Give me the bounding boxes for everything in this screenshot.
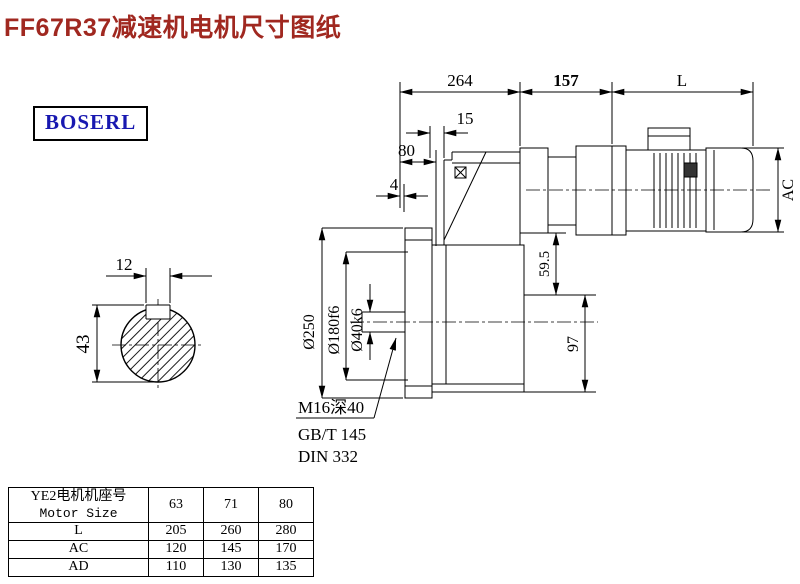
table-row-AD: AD 110 130 135 — [8, 557, 314, 577]
diameter-dims — [318, 227, 408, 399]
dim-motor-length-label: L — [677, 71, 687, 90]
table-header-motor-size: YE2电机机座号 Motor Size — [8, 487, 149, 523]
cell-AC-80: 170 — [258, 539, 314, 559]
table-col-63: 63 — [148, 487, 204, 523]
motor-size-table: YE2电机机座号 Motor Size 63 71 80 L 205 260 2… — [8, 487, 314, 577]
cell-L-80: 280 — [258, 521, 314, 541]
dim-base-offset-label: 97 — [565, 336, 582, 352]
row-label-L: L — [8, 521, 149, 541]
cell-AD-80: 135 — [258, 557, 314, 577]
table-header-en: Motor Size — [39, 505, 118, 521]
dim-axis-offset-label: 59.5 — [537, 251, 553, 277]
gearbox-main-view — [350, 151, 598, 399]
offset-dims — [524, 232, 596, 393]
dim-shaft-label: Ø40k6 — [349, 308, 366, 352]
cell-L-63: 205 — [148, 521, 204, 541]
table-header-row: YE2电机机座号 Motor Size 63 71 80 — [8, 487, 314, 523]
page-title: FF67R37减速机电机尺寸图纸 — [4, 14, 342, 42]
face-dimensions — [376, 126, 468, 246]
dim-key-width-label: 12 — [116, 255, 133, 274]
dim-land-label: 4 — [390, 175, 399, 194]
row-label-AD: AD — [8, 557, 149, 577]
note-standard-din: DIN 332 — [298, 447, 358, 466]
table-row-AC: AC 120 145 170 — [8, 539, 314, 559]
dim-flange-depth-label: 80 — [398, 141, 415, 160]
cell-AD-71: 130 — [203, 557, 259, 577]
motor-and-adapter — [519, 127, 772, 236]
row-label-AC: AC — [8, 539, 149, 559]
note-standard-gbt: GB/T 145 — [298, 425, 366, 444]
dim-spigot-label: Ø180f6 — [326, 306, 343, 355]
dim-step-label: 15 — [457, 109, 474, 128]
dim-key-height-label: 43 — [73, 335, 94, 354]
cell-AC-63: 120 — [148, 539, 204, 559]
table-row-L: L 205 260 280 — [8, 521, 314, 541]
cell-L-71: 260 — [203, 521, 259, 541]
dim-motor-height-label: AC — [780, 179, 797, 201]
brand-logo: BOSERL — [33, 106, 149, 141]
dim-adapter-label: 157 — [553, 71, 579, 90]
motor-height-dim — [742, 147, 784, 233]
cell-AD-63: 110 — [148, 557, 204, 577]
dim-flange-od-label: Ø250 — [301, 314, 318, 350]
top-dimension-chain — [399, 82, 754, 208]
table-col-71: 71 — [203, 487, 259, 523]
note-tapped-hole: M16深40 — [298, 398, 364, 417]
dim-overall-label: 264 — [447, 71, 473, 90]
notes: M16深40 GB/T 145 DIN 332 — [296, 337, 397, 466]
table-col-80: 80 — [258, 487, 314, 523]
shaft-end-view: 12 43 — [73, 255, 212, 391]
cell-AC-71: 145 — [203, 539, 259, 559]
table-header-cn: YE2电机机座号 — [30, 489, 127, 504]
